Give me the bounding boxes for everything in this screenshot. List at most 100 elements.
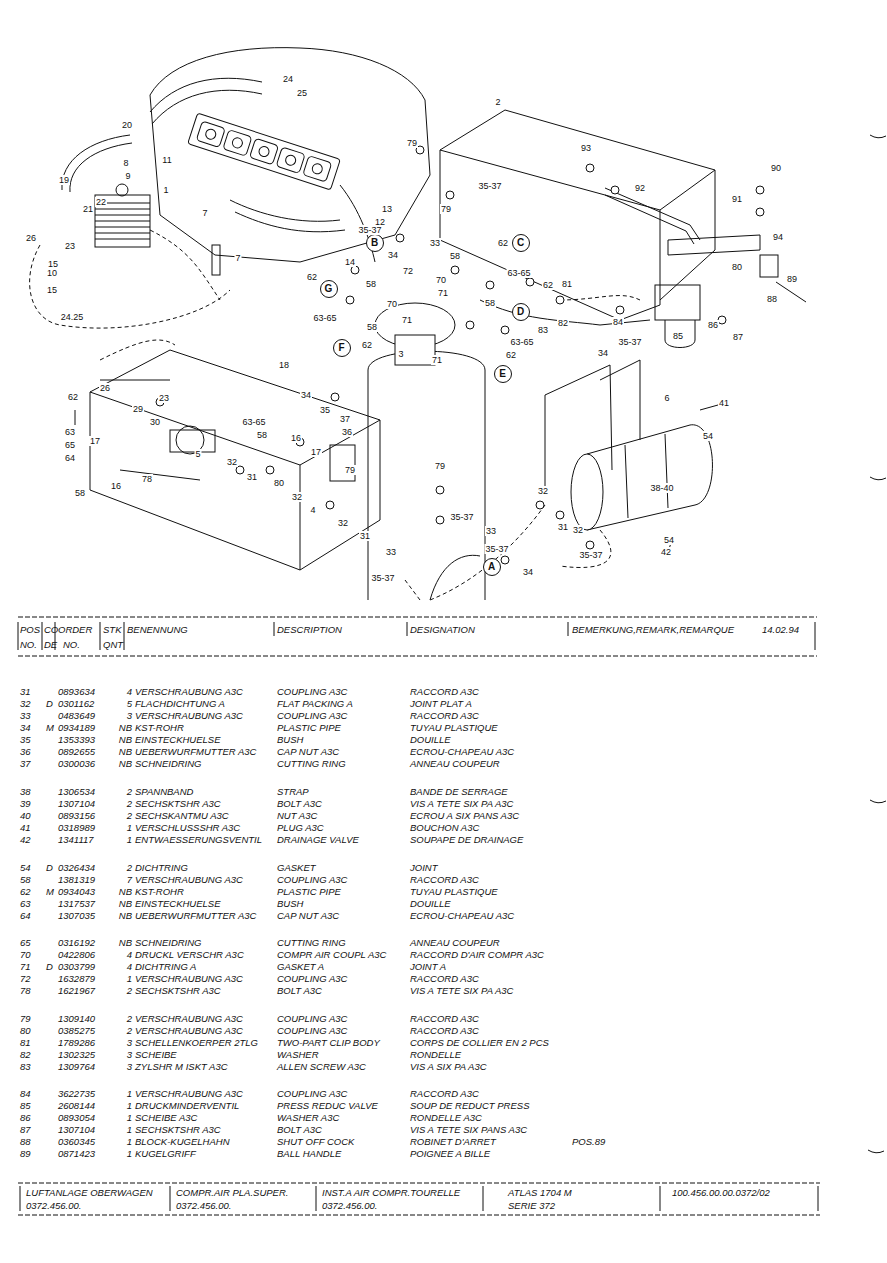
english-name: GASKET — [277, 862, 316, 873]
order-number: 1309764 — [58, 1061, 95, 1072]
callout-number: 38-40 — [649, 483, 674, 493]
order-number: 0326434 — [58, 862, 95, 873]
position-number: 78 — [20, 985, 31, 996]
quantity-cell: 3 — [127, 1049, 132, 1060]
quantity-cell: 1 — [127, 822, 132, 833]
callout-number: 34 — [387, 250, 399, 260]
quantity-cell: NB — [119, 722, 132, 733]
english-name: COUPLING A3C — [277, 1088, 347, 1099]
german-name: VERSCHRAUBUNG A3C — [135, 686, 243, 697]
german-name: DICHTRING — [135, 862, 188, 873]
callout-number: 94 — [772, 232, 784, 242]
reference-circle: G — [320, 280, 338, 298]
callout-number: 79 — [344, 465, 356, 475]
quantity-cell: 1 — [127, 973, 132, 984]
quantity-cell: 1 — [127, 1100, 132, 1111]
german-name: SPANNBAND — [135, 786, 193, 797]
english-name: PLASTIC PIPE — [277, 722, 341, 733]
french-name: RACCORD A3C — [410, 874, 479, 885]
french-name: RONDELLE — [410, 1049, 461, 1060]
callout-number: 16 — [290, 433, 302, 443]
callout-number: 11 — [161, 155, 172, 165]
callout-number: 93 — [580, 143, 592, 153]
german-name: VERSCHRAUBUNG A3C — [135, 973, 243, 984]
callout-number: 10 — [46, 268, 58, 278]
callout-number: 23 — [64, 241, 76, 251]
english-name: STRAP — [277, 786, 309, 797]
english-name: CAP NUT A3C — [277, 746, 339, 757]
callout-number: 79 — [434, 461, 446, 471]
remark-cell: POS.89 — [572, 1136, 605, 1147]
callout-number: 72 — [402, 266, 414, 276]
callout-number: 21 — [82, 204, 94, 214]
order-number: 0301162 — [58, 698, 94, 709]
english-name: BUSH — [277, 898, 303, 909]
reference-circle: D — [512, 303, 530, 321]
quantity-cell: NB — [119, 937, 132, 948]
english-name: CUTTING RING — [277, 937, 346, 948]
table-header: 14.02.94 — [762, 624, 799, 635]
french-name: SOUP DE REDUCT PRESS — [410, 1100, 529, 1111]
callout-number: 84 — [612, 317, 624, 327]
english-name: PLASTIC PIPE — [277, 886, 341, 897]
code-cell: D — [46, 862, 53, 873]
french-name: ECROU-CHAPEAU A3C — [410, 746, 514, 757]
position-number: 72 — [20, 973, 31, 984]
order-number: 0316192 — [58, 937, 95, 948]
french-name: POIGNEE A BILLE — [410, 1148, 490, 1159]
order-number: 0893634 — [58, 686, 95, 697]
german-name: DRUCKL VERSCHR A3C — [135, 949, 244, 960]
callout-number: 79 — [406, 138, 418, 148]
position-number: 65 — [20, 937, 31, 948]
german-name: EINSTECKHUELSE — [135, 898, 221, 909]
callout-number: 90 — [770, 163, 782, 173]
callout-number: 63-65 — [506, 268, 531, 278]
french-name: DOUILLE — [410, 898, 451, 909]
french-name: BANDE DE SERRAGE — [410, 786, 508, 797]
quantity-cell: 1 — [127, 1088, 132, 1099]
order-number: 0422806 — [58, 949, 95, 960]
position-number: 70 — [20, 949, 31, 960]
callout-number: 29 — [132, 404, 144, 414]
order-number: 0871423 — [58, 1148, 95, 1159]
callout-number: 41 — [718, 398, 730, 408]
order-number: 1341117 — [58, 834, 94, 845]
table-header: STK — [103, 624, 121, 635]
callout-number: 62 — [67, 392, 79, 402]
reference-letter: A — [488, 561, 495, 572]
english-name: COUPLING A3C — [277, 1013, 347, 1024]
callout-number: 7 — [201, 208, 208, 218]
callout-number: 24.25 — [60, 312, 85, 322]
reference-letter: B — [371, 237, 378, 248]
table-header: DESIGNATION — [410, 624, 475, 635]
quantity-cell: NB — [119, 910, 132, 921]
table-header: POS — [20, 624, 40, 635]
position-number: 33 — [20, 710, 31, 721]
callout-number: 42 — [660, 547, 672, 557]
english-name: SHUT OFF COCK — [277, 1136, 354, 1147]
french-name: CORPS DE COLLIER EN 2 PCS — [410, 1037, 549, 1048]
german-name: ENTWAESSERUNGSVENTIL — [135, 834, 262, 845]
order-number: 1353393 — [58, 734, 95, 745]
german-name: KST-ROHR — [135, 722, 184, 733]
english-name: GASKET A — [277, 961, 324, 972]
position-number: 32 — [20, 698, 31, 709]
french-name: ROBINET D'ARRET — [410, 1136, 496, 1147]
french-name: RACCORD A3C — [410, 1013, 479, 1024]
callout-number: 32 — [226, 457, 238, 467]
order-number: 1632879 — [58, 973, 95, 984]
english-name: COMPR AIR COUPL A3C — [277, 949, 386, 960]
english-name: BOLT A3C — [277, 985, 322, 996]
callout-number: 70 — [386, 299, 398, 309]
english-name: CAP NUT A3C — [277, 910, 339, 921]
callout-number: 35-37 — [449, 512, 474, 522]
german-name: VERSCHRAUBUNG A3C — [135, 1013, 243, 1024]
german-name: UEBERWURFMUTTER A3C — [135, 910, 256, 921]
french-name: RACCORD D'AIR COMPR A3C — [410, 949, 544, 960]
quantity-cell: NB — [119, 886, 132, 897]
french-name: BOUCHON A3C — [410, 822, 479, 833]
callout-number: 35-37 — [578, 550, 603, 560]
german-name: SECHSKTSHR A3C — [135, 1124, 221, 1135]
position-number: 62 — [20, 886, 31, 897]
